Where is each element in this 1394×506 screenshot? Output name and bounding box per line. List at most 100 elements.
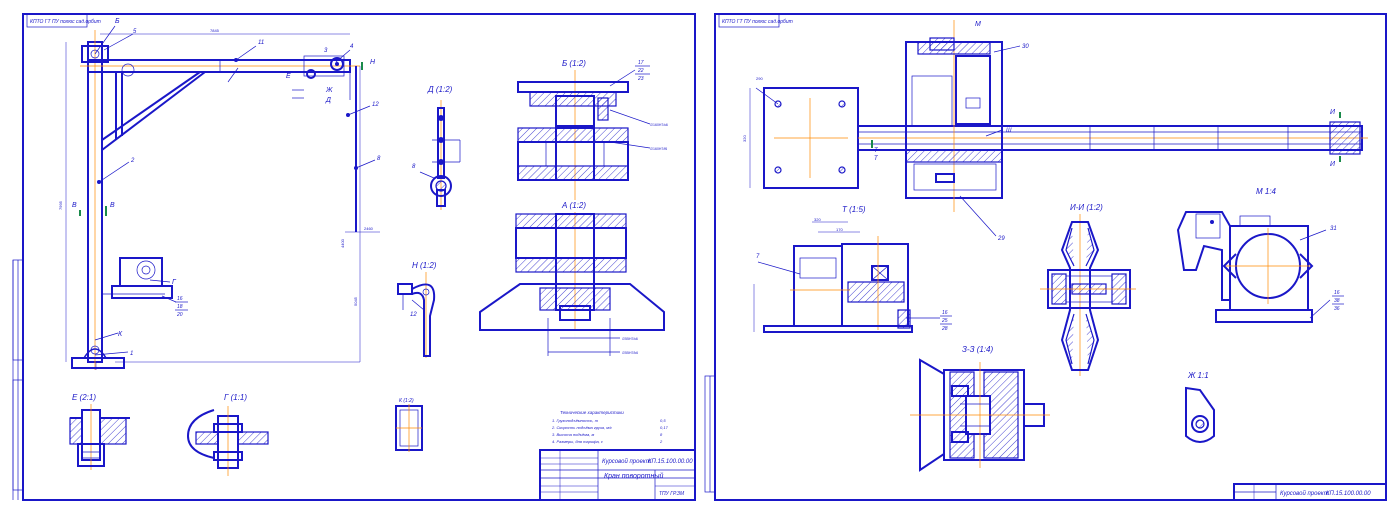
sheet-right: КПТО ГТ ПУ полюс сад.орбит (704, 13, 1387, 501)
view-a-title: А (1:2) (561, 201, 586, 210)
view-m-ref-31: 31 (1330, 226, 1337, 232)
view-h-ref-12: 12 (410, 312, 417, 318)
view-t: Т (1:5) 7 16 25 28 320 170 (753, 205, 952, 333)
dim-7995: 7995 (58, 200, 63, 210)
view-k: К (1:2) (395, 398, 423, 452)
crane-view (65, 25, 380, 370)
view-t-ref-16: 16 (942, 310, 948, 316)
ref-8: 8 (377, 156, 381, 162)
ref-12: 12 (372, 102, 379, 108)
ref-i-upper: И (1330, 109, 1336, 116)
ref-1: 1 (130, 351, 133, 357)
notes-value-1: 0,5 (660, 418, 666, 423)
view-g-title: Г (1:1) (224, 393, 247, 402)
ref-e: Е (286, 73, 291, 80)
view-b: Б (1:2) 17 22 23 ∅160Н7/к6 ∅160Н7/f6 (517, 59, 668, 200)
dim-5045: 5045 (353, 296, 358, 306)
dim-4400: 4400 (340, 238, 345, 248)
notes-value-4: 2 (659, 439, 663, 444)
tech-notes: Технические характеристики 1. Грузоподъё… (551, 410, 669, 444)
ref-3: 3 (324, 48, 328, 54)
ref-sh: Ш (1006, 128, 1012, 134)
ref-b: Б (115, 18, 120, 25)
view-a-note-2: ∅55Н7/k6 (622, 351, 638, 355)
title-left-project: Курсовой проект (602, 458, 651, 465)
view-a: А (1:2) ∅55Н7/к6 ∅55Н7/k6 (479, 201, 665, 356)
ref-18: 18 (177, 304, 183, 310)
title-left-name: Кран поворотный (604, 472, 663, 480)
view-b-note-1: ∅160Н7/к6 (650, 123, 668, 127)
ref-v-right: В (110, 202, 115, 209)
view-e-title: Е (2:1) (72, 393, 96, 402)
ref-i-lower: И (1330, 161, 1336, 168)
view-ii-title: И-И (1:2) (1070, 203, 1103, 212)
view-m-ref-36: 36 (1334, 306, 1340, 312)
view-a-note-1: ∅55Н7/к6 (622, 337, 638, 341)
view-b-ref-22: 22 (637, 68, 644, 74)
view-top: М 30 29 Т Т Ш И И 320 290 (742, 20, 1368, 242)
ref-t-lower: Т (874, 156, 879, 162)
view-d: Д (1:2) 8 (412, 85, 461, 210)
view-ii: И-И (1:2) (1040, 203, 1136, 376)
title-left-org: ТПУ ГР.ЗМ (659, 491, 685, 497)
dim-290: 290 (756, 76, 763, 81)
view-t-ref-25: 25 (941, 318, 948, 324)
view-zz: З-З (1:4) (910, 345, 1050, 472)
view-g: Г (1:1) (186, 393, 269, 476)
stamp-left-text: КПТО ГТ ПУ полюс сад.орбит (30, 19, 101, 25)
notes-line-2: 2. Скорость подъёма груза, м/с (551, 425, 612, 430)
ref-t-upper: Т (874, 148, 879, 154)
notes-line-3: 3. Высота подъёма, м (552, 432, 594, 437)
ref-d: Д (325, 97, 331, 104)
view-b-ref-17: 17 (638, 60, 644, 66)
ref-zh: Ж (325, 87, 333, 94)
ref-n: Н (370, 59, 376, 66)
ref-29: 29 (997, 236, 1005, 242)
view-h-title: Н (1:2) (412, 261, 437, 270)
view-m-ref-38: 38 (1334, 298, 1340, 304)
title-block-right: Курсовой проект КП.15.100.00.00 (1233, 483, 1387, 501)
view-e: Е (2:1) (69, 393, 130, 470)
view-zh: Ж 1:1 (1185, 371, 1215, 443)
notes-value-3: 8 (660, 432, 663, 437)
notes-value-2: 0,17 (660, 425, 669, 430)
view-t-ref-28: 28 (941, 326, 948, 332)
dim-7845: 7845 (210, 28, 220, 33)
view-t-title: Т (1:5) (842, 205, 866, 214)
title-block-left: Курсовой проект КП.15.100.00.00 Кран пов… (539, 449, 696, 501)
notes-title: Технические характеристики (560, 410, 624, 415)
view-t-ref-7: 7 (756, 254, 760, 260)
ref-30: 30 (1022, 44, 1029, 50)
view-m-ref-16: 16 (1334, 290, 1340, 296)
view-k-title: К (1:2) (399, 398, 414, 404)
ref-16: 16 (177, 296, 183, 302)
view-m-title: М 1:4 (1256, 187, 1277, 196)
view-m: М 1:4 31 16 38 36 (1176, 187, 1344, 323)
view-h: Н (1:2) 12 (397, 261, 437, 358)
ref-m: М (975, 21, 981, 28)
ref-20: 20 (176, 312, 183, 318)
view-t-dim-170: 170 (836, 227, 843, 232)
ref-2: 2 (130, 158, 135, 164)
ref-11: 11 (258, 40, 264, 46)
view-d-title: Д (1:2) (427, 85, 453, 94)
view-zh-title: Ж 1:1 (1187, 371, 1209, 380)
view-d-ref-8: 8 (412, 164, 416, 170)
stamp-right-text: КПТО ГТ ПУ полюс сад.орбит (722, 19, 793, 25)
notes-line-4: 4. Размеры, для тарифа, с (552, 439, 603, 444)
ref-k: К (118, 331, 123, 338)
ref-g: Г (172, 279, 177, 286)
ref-v-left: В (72, 202, 77, 209)
dim-2460: 2460 (364, 226, 374, 231)
view-b-note-2: ∅160Н7/f6 (650, 147, 667, 151)
view-b-title: Б (1:2) (562, 59, 586, 68)
stamp-right: КПТО ГТ ПУ полюс сад.орбит (718, 13, 793, 28)
view-zz-title: З-З (1:4) (962, 345, 993, 354)
sheet-left-border (22, 13, 696, 501)
title-right-project: Курсовой проект (1280, 490, 1329, 497)
dim-320: 320 (742, 135, 747, 142)
notes-line-1: 1. Грузоподъёмность, т (552, 418, 599, 423)
view-b-ref-23: 23 (637, 76, 644, 82)
ref-4: 4 (350, 44, 354, 50)
